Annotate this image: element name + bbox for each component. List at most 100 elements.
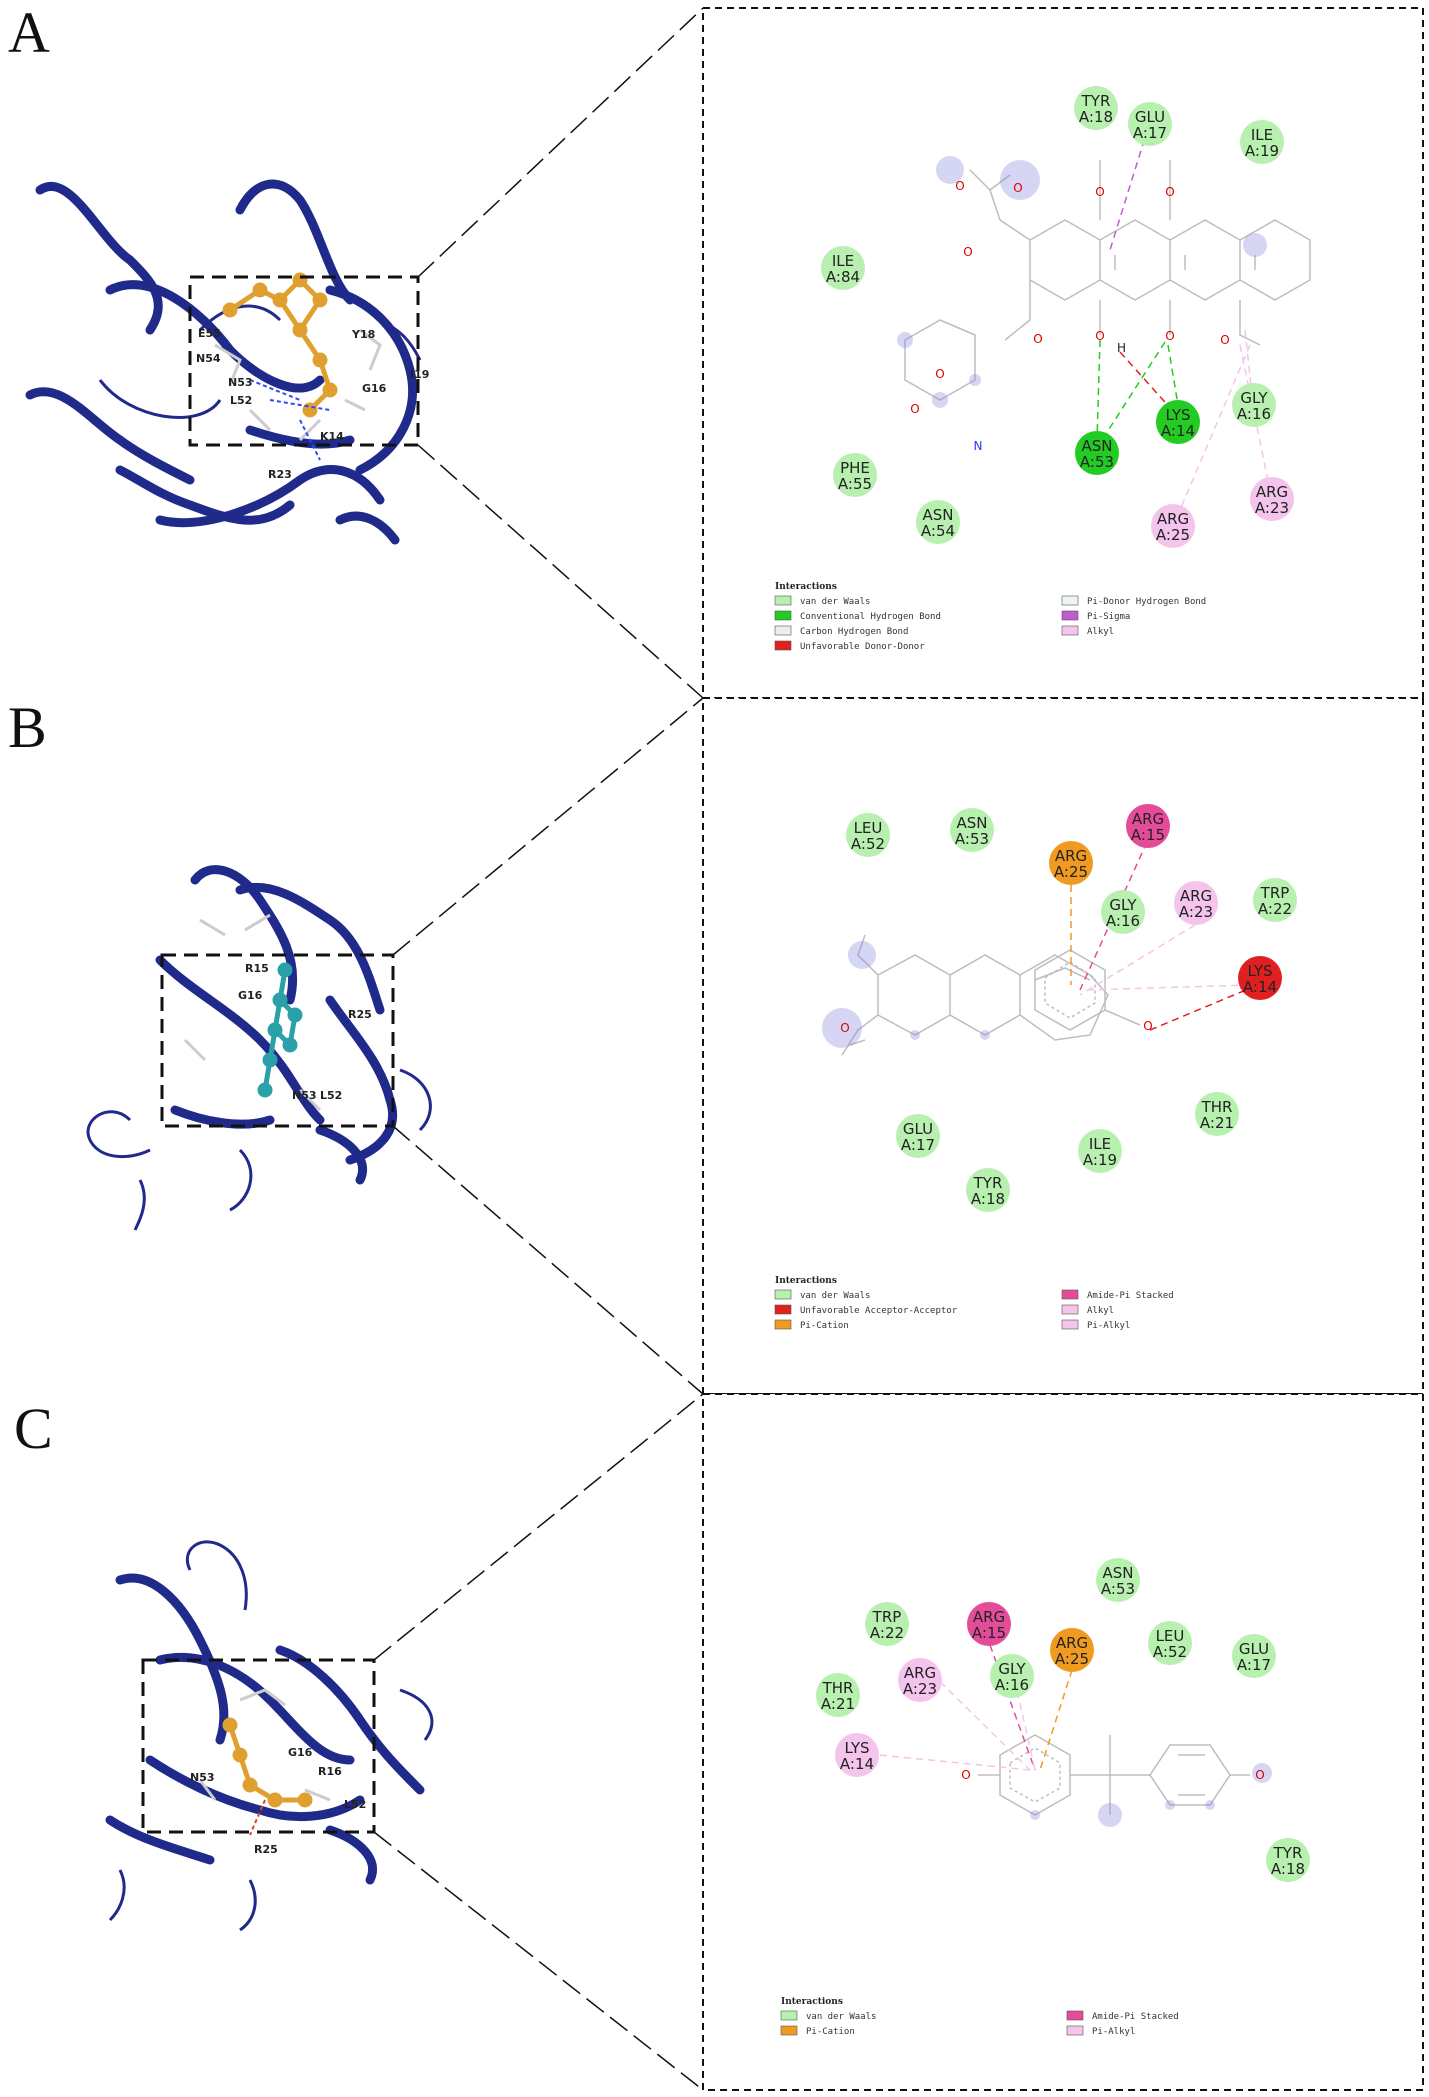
svg-text:Pi-Cation: Pi-Cation [806,2027,855,2037]
svg-text:O: O [1013,181,1022,195]
svg-text:A:23: A:23 [903,1680,937,1698]
svg-text:A:21: A:21 [1200,1114,1234,1132]
svg-text:O: O [955,179,964,193]
svg-text:A:25: A:25 [1055,1650,1089,1668]
svg-text:H: H [1117,341,1126,355]
ligand-2d-b [841,934,1109,1056]
interaction-box-a [702,7,1424,699]
svg-text:O: O [1165,185,1174,199]
svg-text:Amide-Pi Stacked: Amide-Pi Stacked [1092,2012,1179,2022]
svg-text:ASN: ASN [922,506,953,524]
label-g16-c: G16 [288,1746,313,1759]
svg-text:N: N [974,439,983,453]
svg-text:O: O [1095,329,1104,343]
panel-letter-b: B [8,695,47,760]
protein-labels-b: G16 R25 N53 L52 R15 [238,962,372,1102]
svg-text:A:52: A:52 [851,835,885,853]
panel-a: A [8,0,1424,699]
svg-text:LYS: LYS [1247,962,1272,980]
panel-c: C G16 R16 N53 [14,1393,1424,2091]
svg-text:Unfavorable Acceptor-Acceptor: Unfavorable Acceptor-Acceptor [800,1306,958,1316]
protein-labels-a: Y18 E55 N54 N53 L52 G16 I19 K14 R23 [196,327,429,481]
svg-text:A:23: A:23 [1179,903,1213,921]
svg-text:A:84: A:84 [826,268,860,286]
zoom-box-b [160,953,395,1128]
svg-text:TYR: TYR [973,1174,1003,1192]
legend-b: Interactions van der Waals Unfavorable A… [774,1276,1174,1331]
ligand-2d-c [978,1734,1250,1816]
label-n53-c: N53 [190,1771,215,1784]
svg-text:A:53: A:53 [955,830,989,848]
interaction-box-b [702,697,1424,1395]
svg-text:A:19: A:19 [1083,1151,1117,1169]
svg-text:PHE: PHE [840,459,870,477]
svg-text:A:23: A:23 [1255,499,1289,517]
svg-text:LYS: LYS [844,1739,869,1757]
svg-text:Pi-Donor Hydrogen Bond: Pi-Donor Hydrogen Bond [1087,597,1206,607]
svg-text:A:22: A:22 [1258,900,1292,918]
svg-text:A:18: A:18 [1271,1860,1305,1878]
svg-text:A:14: A:14 [840,1755,874,1773]
svg-text:ARG: ARG [1180,887,1212,905]
svg-text:TYR: TYR [1081,92,1111,110]
label-k14: K14 [320,430,344,443]
svg-text:A:17: A:17 [1237,1656,1271,1674]
svg-text:Carbon Hydrogen Bond: Carbon Hydrogen Bond [800,627,908,637]
svg-text:O: O [910,402,919,416]
svg-text:A:15: A:15 [972,1624,1006,1642]
svg-text:ASN: ASN [956,814,987,832]
panel-letter-a: A [8,0,50,65]
hbond-lines-a [249,379,331,461]
label-e55: E55 [198,327,221,340]
hbond-lines-c [249,1799,266,1836]
svg-text:A:16: A:16 [1237,405,1271,423]
ligand-b [257,962,303,1098]
label-g16: G16 [362,382,387,395]
label-r16-c: R16 [318,1765,342,1778]
svg-text:LEU: LEU [1156,1627,1185,1645]
svg-text:O: O [1220,333,1229,347]
svg-text:ARG: ARG [1157,510,1189,528]
ligand-glow-b [822,941,990,1048]
svg-text:Alkyl: Alkyl [1087,1306,1114,1316]
label-l52-c: L52 [344,1798,366,1811]
svg-text:ILE: ILE [1251,126,1273,144]
label-g16-b: G16 [238,989,263,1002]
svg-text:GLU: GLU [903,1120,933,1138]
svg-text:van der Waals: van der Waals [800,1291,870,1301]
panel-letter-c: C [14,1396,53,1461]
svg-text:A:53: A:53 [1101,1580,1135,1598]
svg-text:A:18: A:18 [971,1190,1005,1208]
svg-text:A:18: A:18 [1079,108,1113,126]
svg-text:THR: THR [822,1679,854,1697]
svg-text:GLY: GLY [998,1660,1026,1678]
connector-c-bottom [373,1831,704,2091]
protein-ribbon-b-thin [86,1068,432,1231]
svg-text:A:17: A:17 [1133,124,1167,142]
svg-text:TRP: TRP [872,1608,902,1626]
label-l52: L52 [230,394,252,407]
ligand-aromatic-b [1034,949,1141,1031]
connector-b-bottom [392,1125,704,1395]
svg-text:ILE: ILE [1089,1135,1111,1153]
svg-text:A:55: A:55 [838,475,872,493]
interaction-lines-b [1070,841,1259,1031]
legend-a: Interactions van der Waals Conventional … [774,582,1206,652]
svg-text:A:14: A:14 [1243,978,1277,996]
svg-text:O: O [963,245,972,259]
legend-title-b: Interactions [775,1276,837,1286]
